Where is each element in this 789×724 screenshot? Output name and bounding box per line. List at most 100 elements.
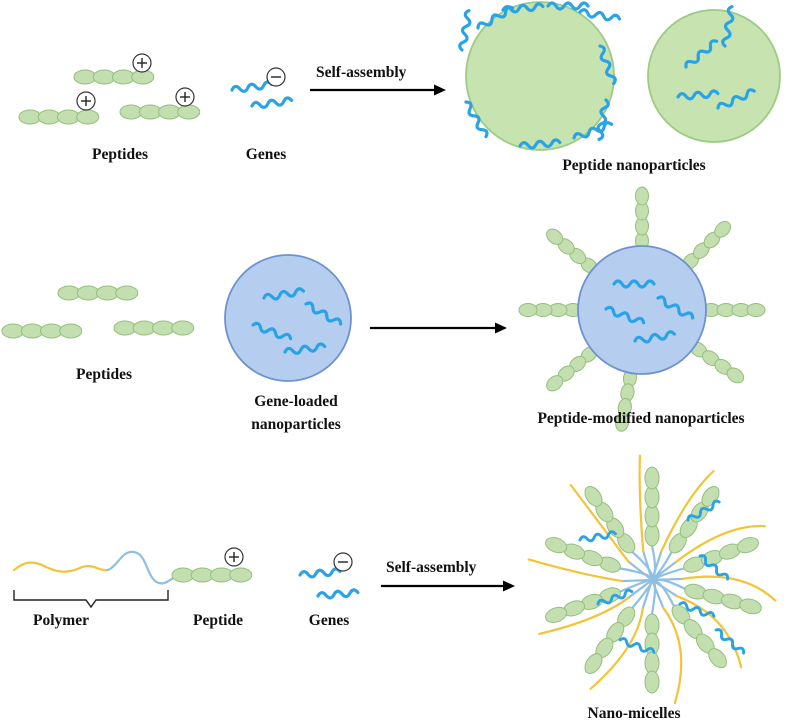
peptide-bead xyxy=(229,567,253,583)
peptide-bead xyxy=(113,320,137,336)
peptide-group-middle xyxy=(1,285,195,339)
peptide-bead xyxy=(37,109,61,125)
positive-charge-icon xyxy=(224,547,244,567)
gene-strand-icon xyxy=(249,95,294,111)
peptide-chain-icon xyxy=(584,486,636,554)
panel-top: Self-assembly Peptides Genes Peptide nan… xyxy=(18,1,781,174)
gene-strand-icon xyxy=(298,566,342,580)
peptide-chain-icon xyxy=(671,604,727,669)
gene-loaded-label-line1: Gene-loaded xyxy=(254,393,338,410)
peptide-bead xyxy=(177,104,201,120)
peptide-nanoparticle-core xyxy=(647,9,781,143)
peptide-chain-icon xyxy=(701,303,766,317)
peptide-bead xyxy=(518,303,538,317)
micelle-polymer-tail xyxy=(662,606,683,704)
peptide-chain-icon xyxy=(57,285,139,301)
micelle-polymer-tail xyxy=(589,607,644,690)
peptide-bead xyxy=(739,598,762,615)
peptide-chain-icon xyxy=(113,320,195,336)
arrow-icon xyxy=(370,322,507,334)
peptide-bead xyxy=(545,537,568,554)
micelle-polymer-tail xyxy=(638,454,645,553)
micelle-core-strand xyxy=(642,550,654,582)
micelle-polymer-tail xyxy=(660,470,715,553)
peptide-bead xyxy=(736,537,759,554)
negative-charge-icon xyxy=(266,67,286,87)
peptide-bead xyxy=(714,221,731,238)
peptide-bead xyxy=(171,567,195,583)
peptide-nanoparticles-label: Peptide nanoparticles xyxy=(562,157,705,174)
peptide-bead xyxy=(210,567,233,583)
peptide-bead xyxy=(190,567,214,583)
micelle-polymer-tail xyxy=(674,524,766,564)
peptide-chain-icon xyxy=(119,104,201,120)
peptide-bead xyxy=(76,109,100,125)
peptide-bead xyxy=(138,104,162,120)
gene-loaded-label-line2: nanoparticles xyxy=(251,416,341,433)
peptide-chain-icon xyxy=(171,567,253,583)
peptide-bead xyxy=(20,323,44,339)
gene-strand-icon xyxy=(316,587,360,601)
peptide-chain-icon xyxy=(683,537,759,573)
self-assembly-label-bottom: Self-assembly xyxy=(386,559,477,576)
micelle-polymer-tail xyxy=(527,558,624,583)
peptide-bead xyxy=(96,285,119,301)
peptide-bead xyxy=(112,69,135,85)
peptide-chain-icon xyxy=(635,186,649,251)
gene-strand-icon xyxy=(457,8,474,53)
peptide-bead xyxy=(708,648,727,669)
peptide-bead xyxy=(545,606,568,623)
micelle-polymer-tail xyxy=(538,596,630,635)
peptide-chain-icon xyxy=(546,346,598,392)
genes-label-bottom: Genes xyxy=(309,612,349,629)
peptide-chain-icon xyxy=(615,368,638,432)
peptide-bead xyxy=(726,367,745,384)
peptide-bead xyxy=(158,104,181,120)
peptide-bead xyxy=(584,486,603,507)
panel-bottom: Self-assembly Polymer Peptide Genes Nano… xyxy=(12,454,777,722)
peptide-bead xyxy=(546,375,564,392)
peptide-chain-icon xyxy=(545,587,621,623)
micelle-core-strand xyxy=(620,578,654,583)
micelle-core-strand xyxy=(650,550,663,582)
peptide-bead xyxy=(18,109,42,125)
polymer-hydrophilic-segment xyxy=(106,550,178,585)
peptide-bead xyxy=(171,320,195,336)
micelle-core-strand xyxy=(618,567,654,582)
peptide-bead xyxy=(57,285,81,301)
gene-strand-icon xyxy=(229,79,274,95)
peptide-bead xyxy=(584,653,603,674)
micelle-polymer-tail xyxy=(676,595,743,669)
panel-middle: Peptides Gene-loaded nanoparticles Pepti… xyxy=(1,186,766,433)
peptide-bead xyxy=(59,323,83,339)
peptide-bead xyxy=(73,69,97,85)
peptide-chain-icon xyxy=(644,613,660,694)
peptide-bead xyxy=(119,104,143,120)
peptide-group-bottom xyxy=(171,567,253,583)
micelle-core-strand xyxy=(627,560,654,582)
micelle-core-strand xyxy=(626,578,654,600)
peptide-label-bottom: Peptide xyxy=(193,612,243,629)
peptide-bead xyxy=(635,186,649,206)
peptides-label-top: Peptides xyxy=(92,146,148,163)
arrow-icon xyxy=(310,84,446,96)
peptide-bead xyxy=(132,320,156,336)
polymer-chain-icon xyxy=(12,561,110,573)
peptide-chain-icon xyxy=(546,228,598,274)
self-assembly-label-top: Self-assembly xyxy=(316,64,407,81)
peptide-chain-icon xyxy=(584,606,636,674)
peptide-bead xyxy=(57,109,80,125)
positive-charge-icon xyxy=(175,87,195,107)
gene-loaded-nanoparticle xyxy=(224,254,352,382)
nano-micelles-label: Nano-micelles xyxy=(588,705,681,722)
peptide-chain-icon xyxy=(545,537,621,573)
peptide-chain-icon xyxy=(518,303,583,317)
peptide-bead xyxy=(615,412,630,432)
nano-micelle xyxy=(527,454,777,704)
brace-icon xyxy=(13,590,169,609)
peptides-label-middle: Peptides xyxy=(76,366,132,383)
peptide-chain-icon xyxy=(1,323,83,339)
peptide-chain-icon xyxy=(644,466,660,547)
peptide-bead xyxy=(1,323,25,339)
